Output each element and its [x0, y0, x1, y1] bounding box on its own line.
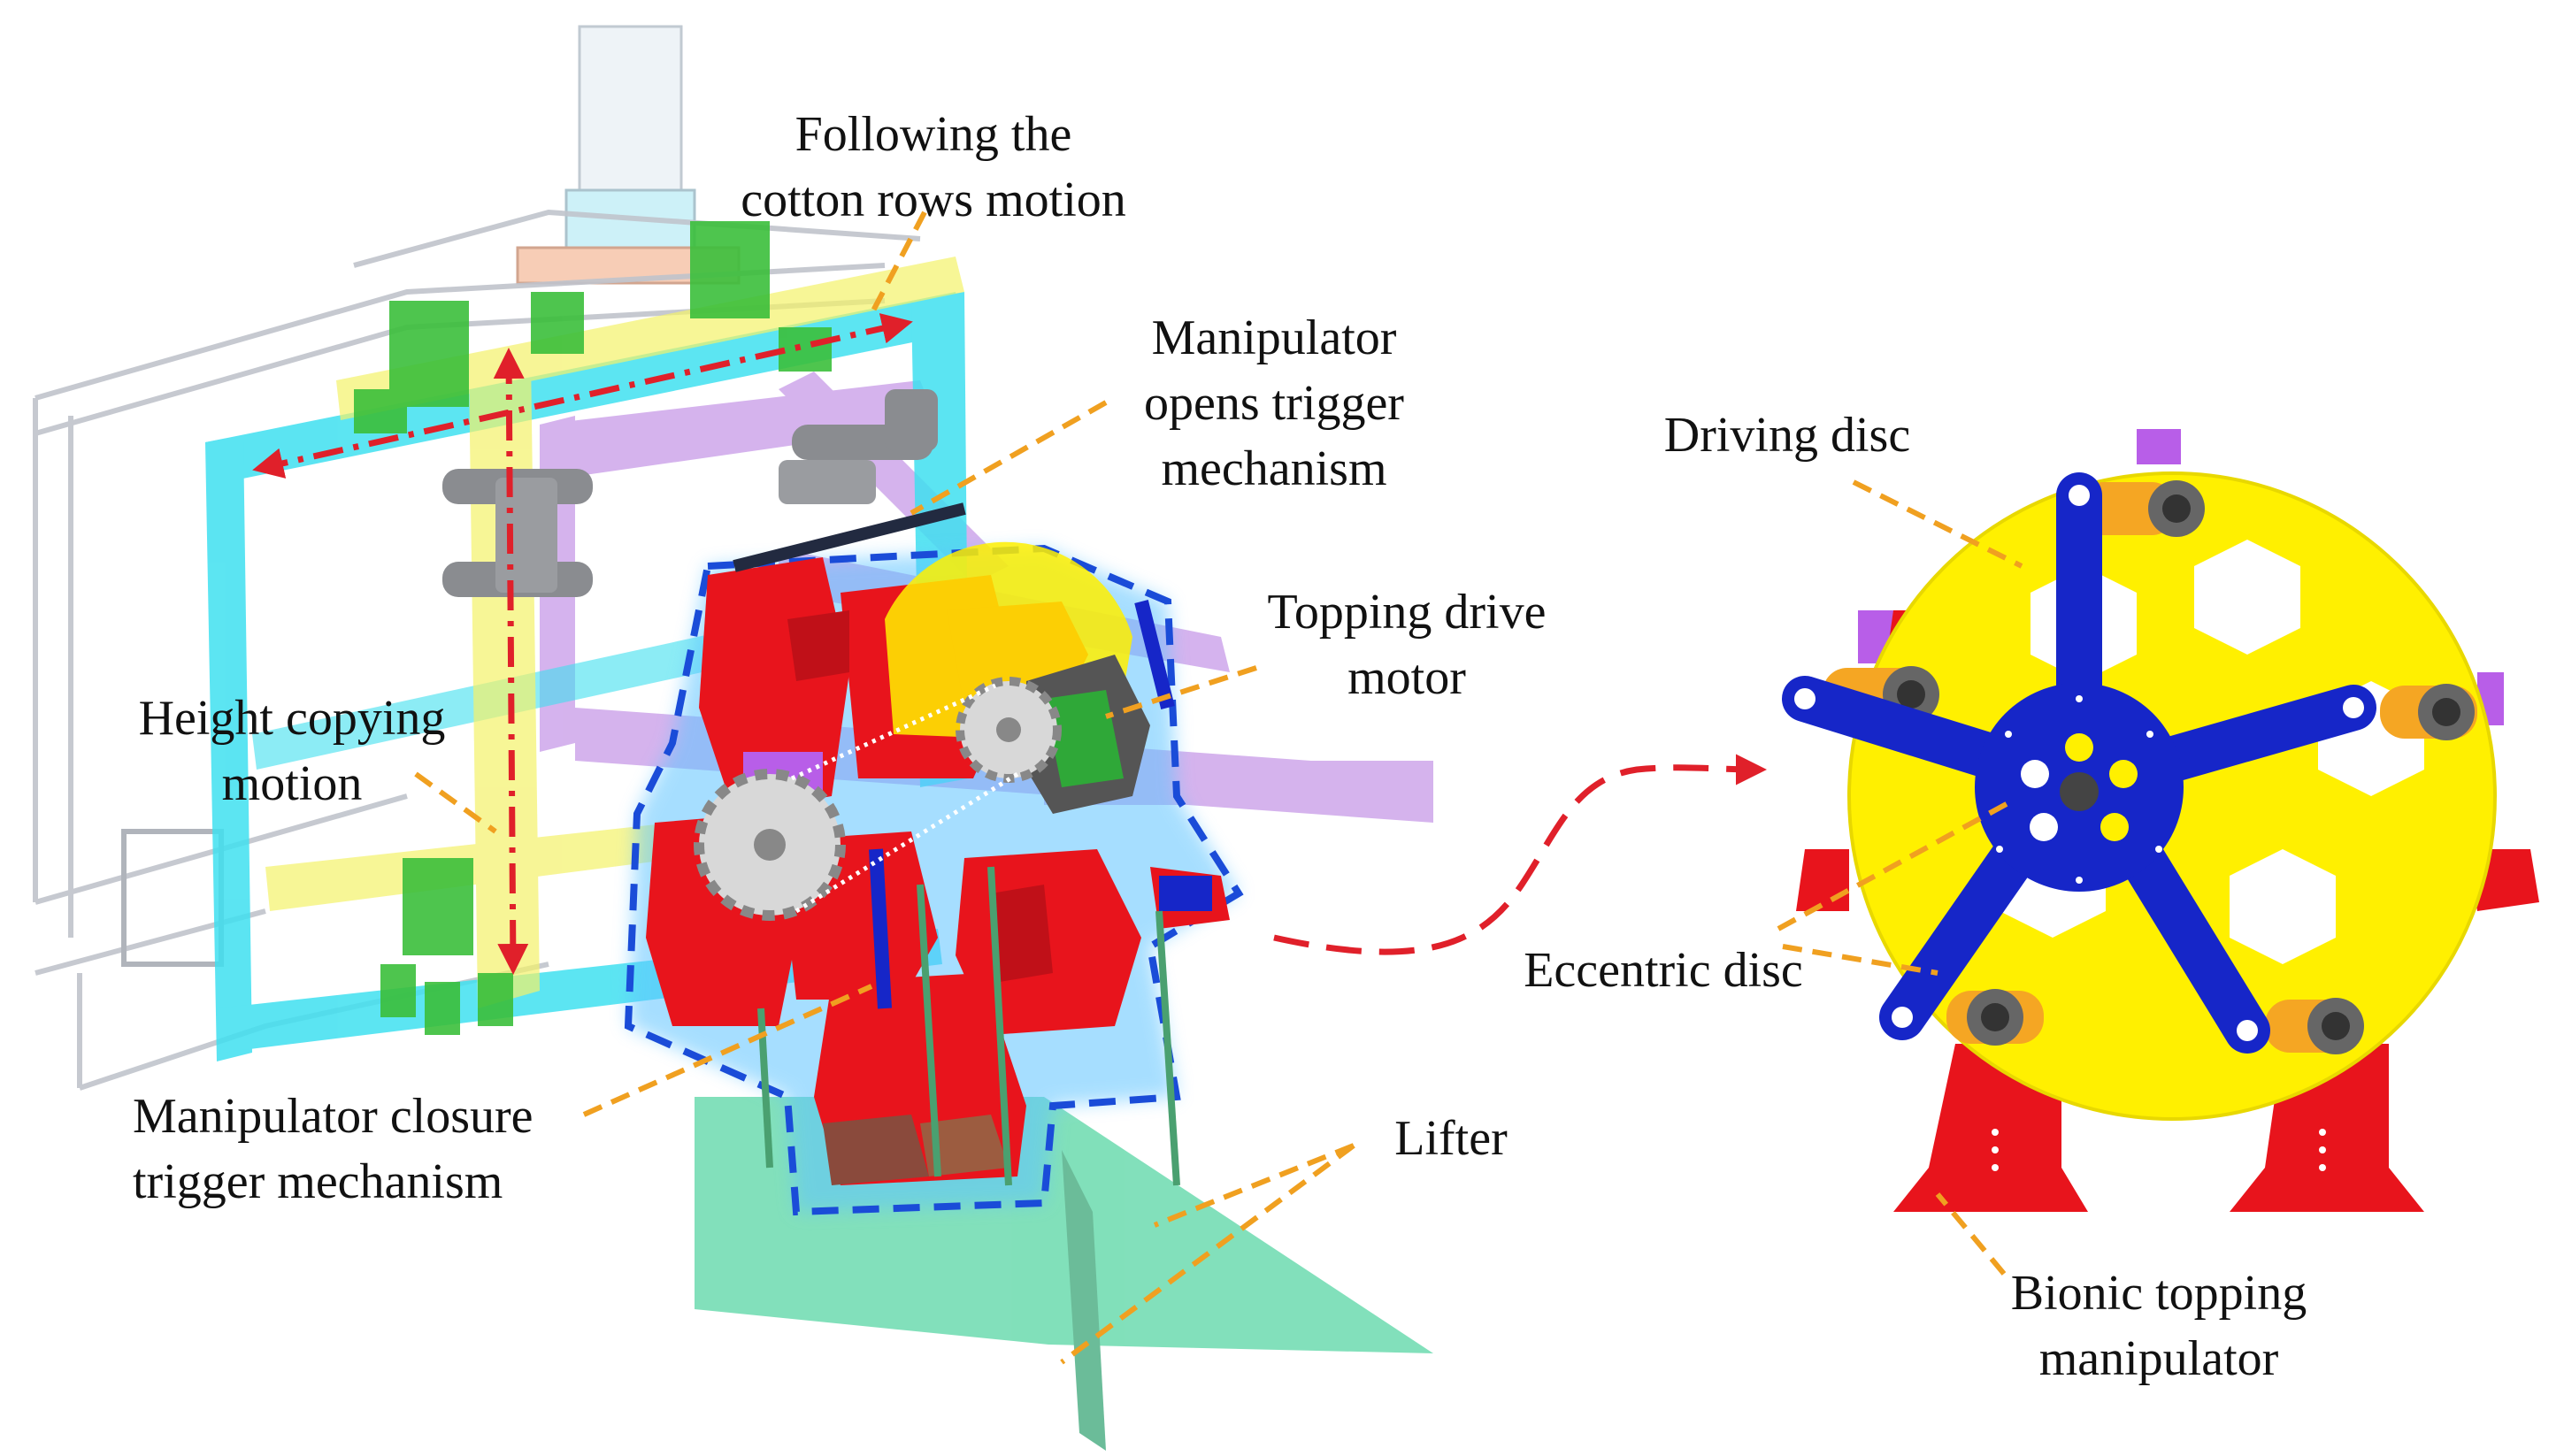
crank-right	[2380, 684, 2477, 740]
leader-eccentric-1	[1777, 798, 2015, 931]
label-lifter-text: Lifter	[1394, 1111, 1508, 1166]
crank-top	[2079, 480, 2205, 537]
following-motion-arrow	[252, 313, 913, 479]
zoom-arrow	[1273, 754, 1767, 955]
leader-following	[869, 211, 927, 316]
manipulator-darks	[787, 610, 1053, 1185]
label-topping-line1: Topping drive	[1267, 585, 1547, 640]
label-opens-line3: mechanism	[1161, 441, 1387, 496]
eccentric-holes	[1794, 485, 2364, 1041]
leader-closure	[582, 984, 873, 1117]
machine-assembly	[33, 25, 1767, 1451]
manipulator-holes	[1992, 1129, 2326, 1171]
label-eccentric-disc: Eccentric disc	[1495, 938, 1831, 1003]
label-following-motion: Following the cotton rows motion	[695, 102, 1172, 233]
leader-lines	[414, 211, 2023, 1365]
label-driving-disc: Driving disc	[1637, 402, 1938, 468]
label-bionic-manipulator: Bionic topping manipulator	[1973, 1261, 2345, 1391]
sprocket-upper	[956, 677, 1062, 783]
label-closure-line2: trigger mechanism	[133, 1154, 503, 1209]
motion-arrows	[252, 313, 913, 975]
label-topping-motor: Topping drive motor	[1239, 579, 1575, 710]
topping-drive-motor	[1026, 655, 1150, 814]
leader-height	[414, 771, 497, 834]
leader-lifter-2	[1060, 1143, 1355, 1365]
leader-eccentric-2	[1782, 944, 1938, 976]
label-lifter: Lifter	[1363, 1106, 1539, 1171]
leader-lifter-1	[1153, 1143, 1355, 1228]
crank-bottom-left	[1946, 989, 2044, 1046]
leader-driving-disc	[1852, 479, 2023, 569]
label-closure-line1: Manipulator closure	[133, 1089, 534, 1144]
label-height-copying: Height copying motion	[106, 686, 478, 816]
leader-bionic	[1935, 1192, 2007, 1276]
leader-opens-trigger	[910, 400, 1108, 516]
height-copying-arrow	[493, 348, 529, 975]
label-driving-text: Driving disc	[1663, 408, 1911, 463]
label-bionic-line1: Bionic topping	[2010, 1266, 2307, 1321]
label-closure-trigger: Manipulator closure trigger mechanism	[133, 1084, 593, 1215]
cranks	[1823, 480, 2477, 1054]
label-opens-line1: Manipulator	[1151, 310, 1397, 365]
label-topping-line2: motor	[1347, 650, 1466, 705]
crank-bottom-right	[2265, 998, 2364, 1054]
sprocket-lower	[694, 769, 846, 921]
label-eccentric-text: Eccentric disc	[1524, 943, 1803, 998]
label-following-line2: cotton rows motion	[741, 172, 1126, 227]
label-following-line1: Following the	[795, 107, 1072, 162]
label-opens-trigger: Manipulator opens trigger mechanism	[1115, 305, 1433, 502]
label-height-line2: motion	[221, 756, 363, 811]
label-height-line1: Height copying	[138, 691, 446, 746]
disc-detail	[1782, 429, 2539, 1212]
label-bionic-line2: manipulator	[2038, 1331, 2279, 1386]
leader-topping-motor	[1105, 665, 1257, 719]
label-opens-line2: opens trigger	[1144, 376, 1404, 431]
drive-chain	[790, 683, 1019, 914]
